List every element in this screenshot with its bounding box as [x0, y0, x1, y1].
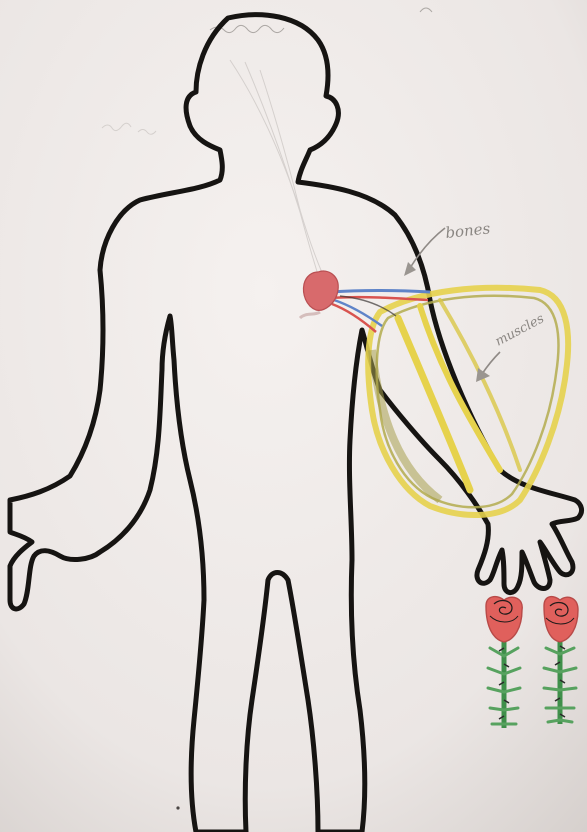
pencil-dot [176, 806, 179, 809]
vessel-blue [330, 291, 430, 293]
